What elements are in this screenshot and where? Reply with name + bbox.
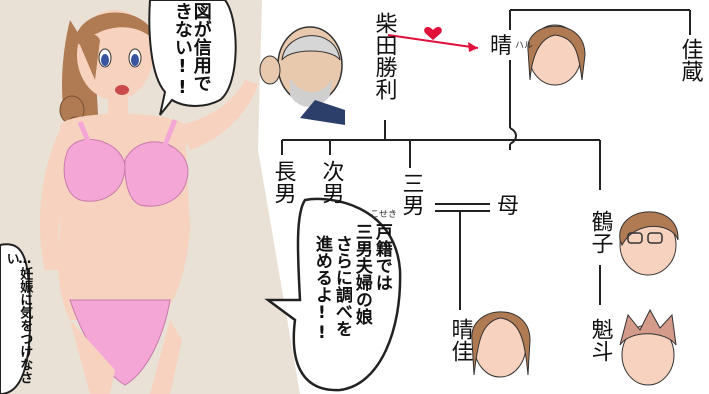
label-haru: 晴 [490,34,513,59]
center-speech-bubble: 戸籍では 三男夫婦の娘 さらに調べを 進めるよ!! [310,215,395,385]
label-kaito: 魁斗 [587,318,613,362]
speech-bottom-left-text: …妊娠に気をつけなさい [3,252,33,384]
woman-figure [40,10,258,394]
haru-portrait [527,24,586,86]
label-haruka: 晴佳 [447,318,473,362]
label-haha: 母 [497,194,520,219]
label-sannan: 三男 [398,172,424,216]
label-jinan: 次男 [318,160,344,204]
label-tsuruko: 鶴子 [587,210,613,254]
label-yoshizou: 佳蔵 [677,38,703,82]
furigana-koseki: こせき [370,210,398,220]
love-arrow [387,26,479,52]
center-speech-line-4: 進めるよ!! [311,235,332,343]
label-haru-ruby: ハル [515,41,534,51]
center-speech-line-3: さらに調べを [331,235,352,337]
family-tree-lines [281,9,691,310]
haruka-portrait [471,311,531,378]
kaito-portrait [619,308,677,386]
old-man-portrait [259,26,345,125]
tsuruko-portrait [619,211,679,276]
label-shibata-shouri: 柴田勝利 [371,12,397,100]
label-chounan: 長男 [270,160,296,204]
center-speech-line-2: 三男夫婦の娘 [351,223,372,325]
speech-top-text: 図が信用できない!! [171,2,212,98]
center-speech-line-1: 戸籍では [371,223,392,291]
